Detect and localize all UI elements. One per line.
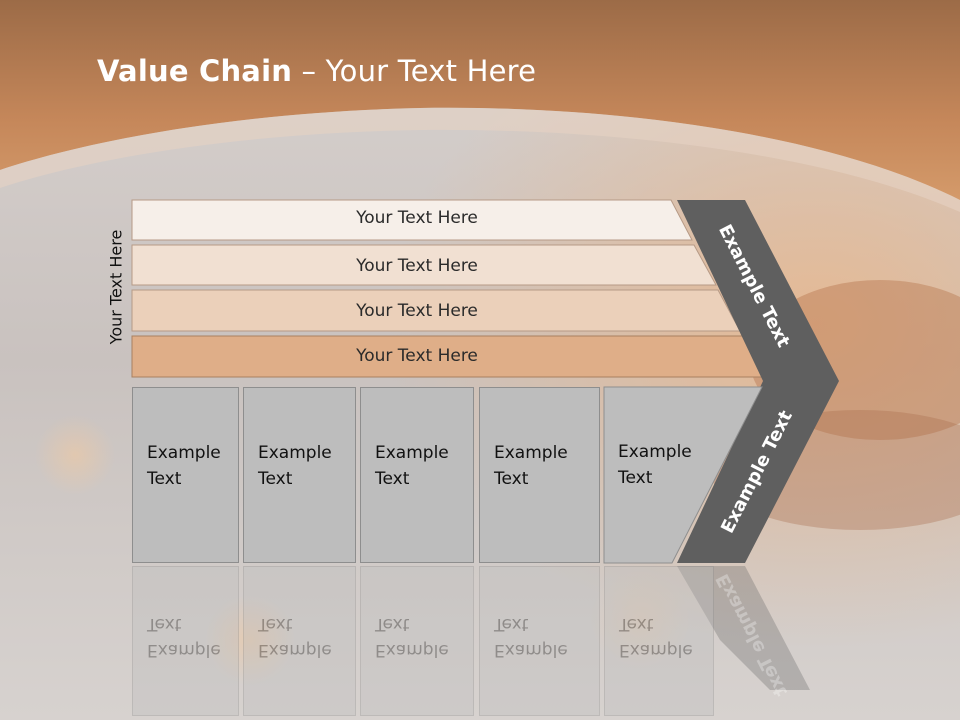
- title-bold: Value Chain: [97, 54, 293, 88]
- bar-4-text: Your Text Here: [356, 346, 478, 366]
- bar-1-shape: [131, 199, 693, 241]
- bar-2-shape: [131, 244, 717, 286]
- bar-2-text: Your Text Here: [356, 256, 478, 276]
- slide-title: Value Chain – Your Text Here: [97, 54, 536, 88]
- title-rest: – Your Text Here: [292, 54, 537, 88]
- bar-3-text: Your Text Here: [356, 301, 478, 321]
- bar-1-text: Your Text Here: [356, 208, 478, 228]
- chevron-reflection: [677, 566, 810, 690]
- last-box-shape: [603, 386, 763, 564]
- chevron-shape: [677, 200, 839, 563]
